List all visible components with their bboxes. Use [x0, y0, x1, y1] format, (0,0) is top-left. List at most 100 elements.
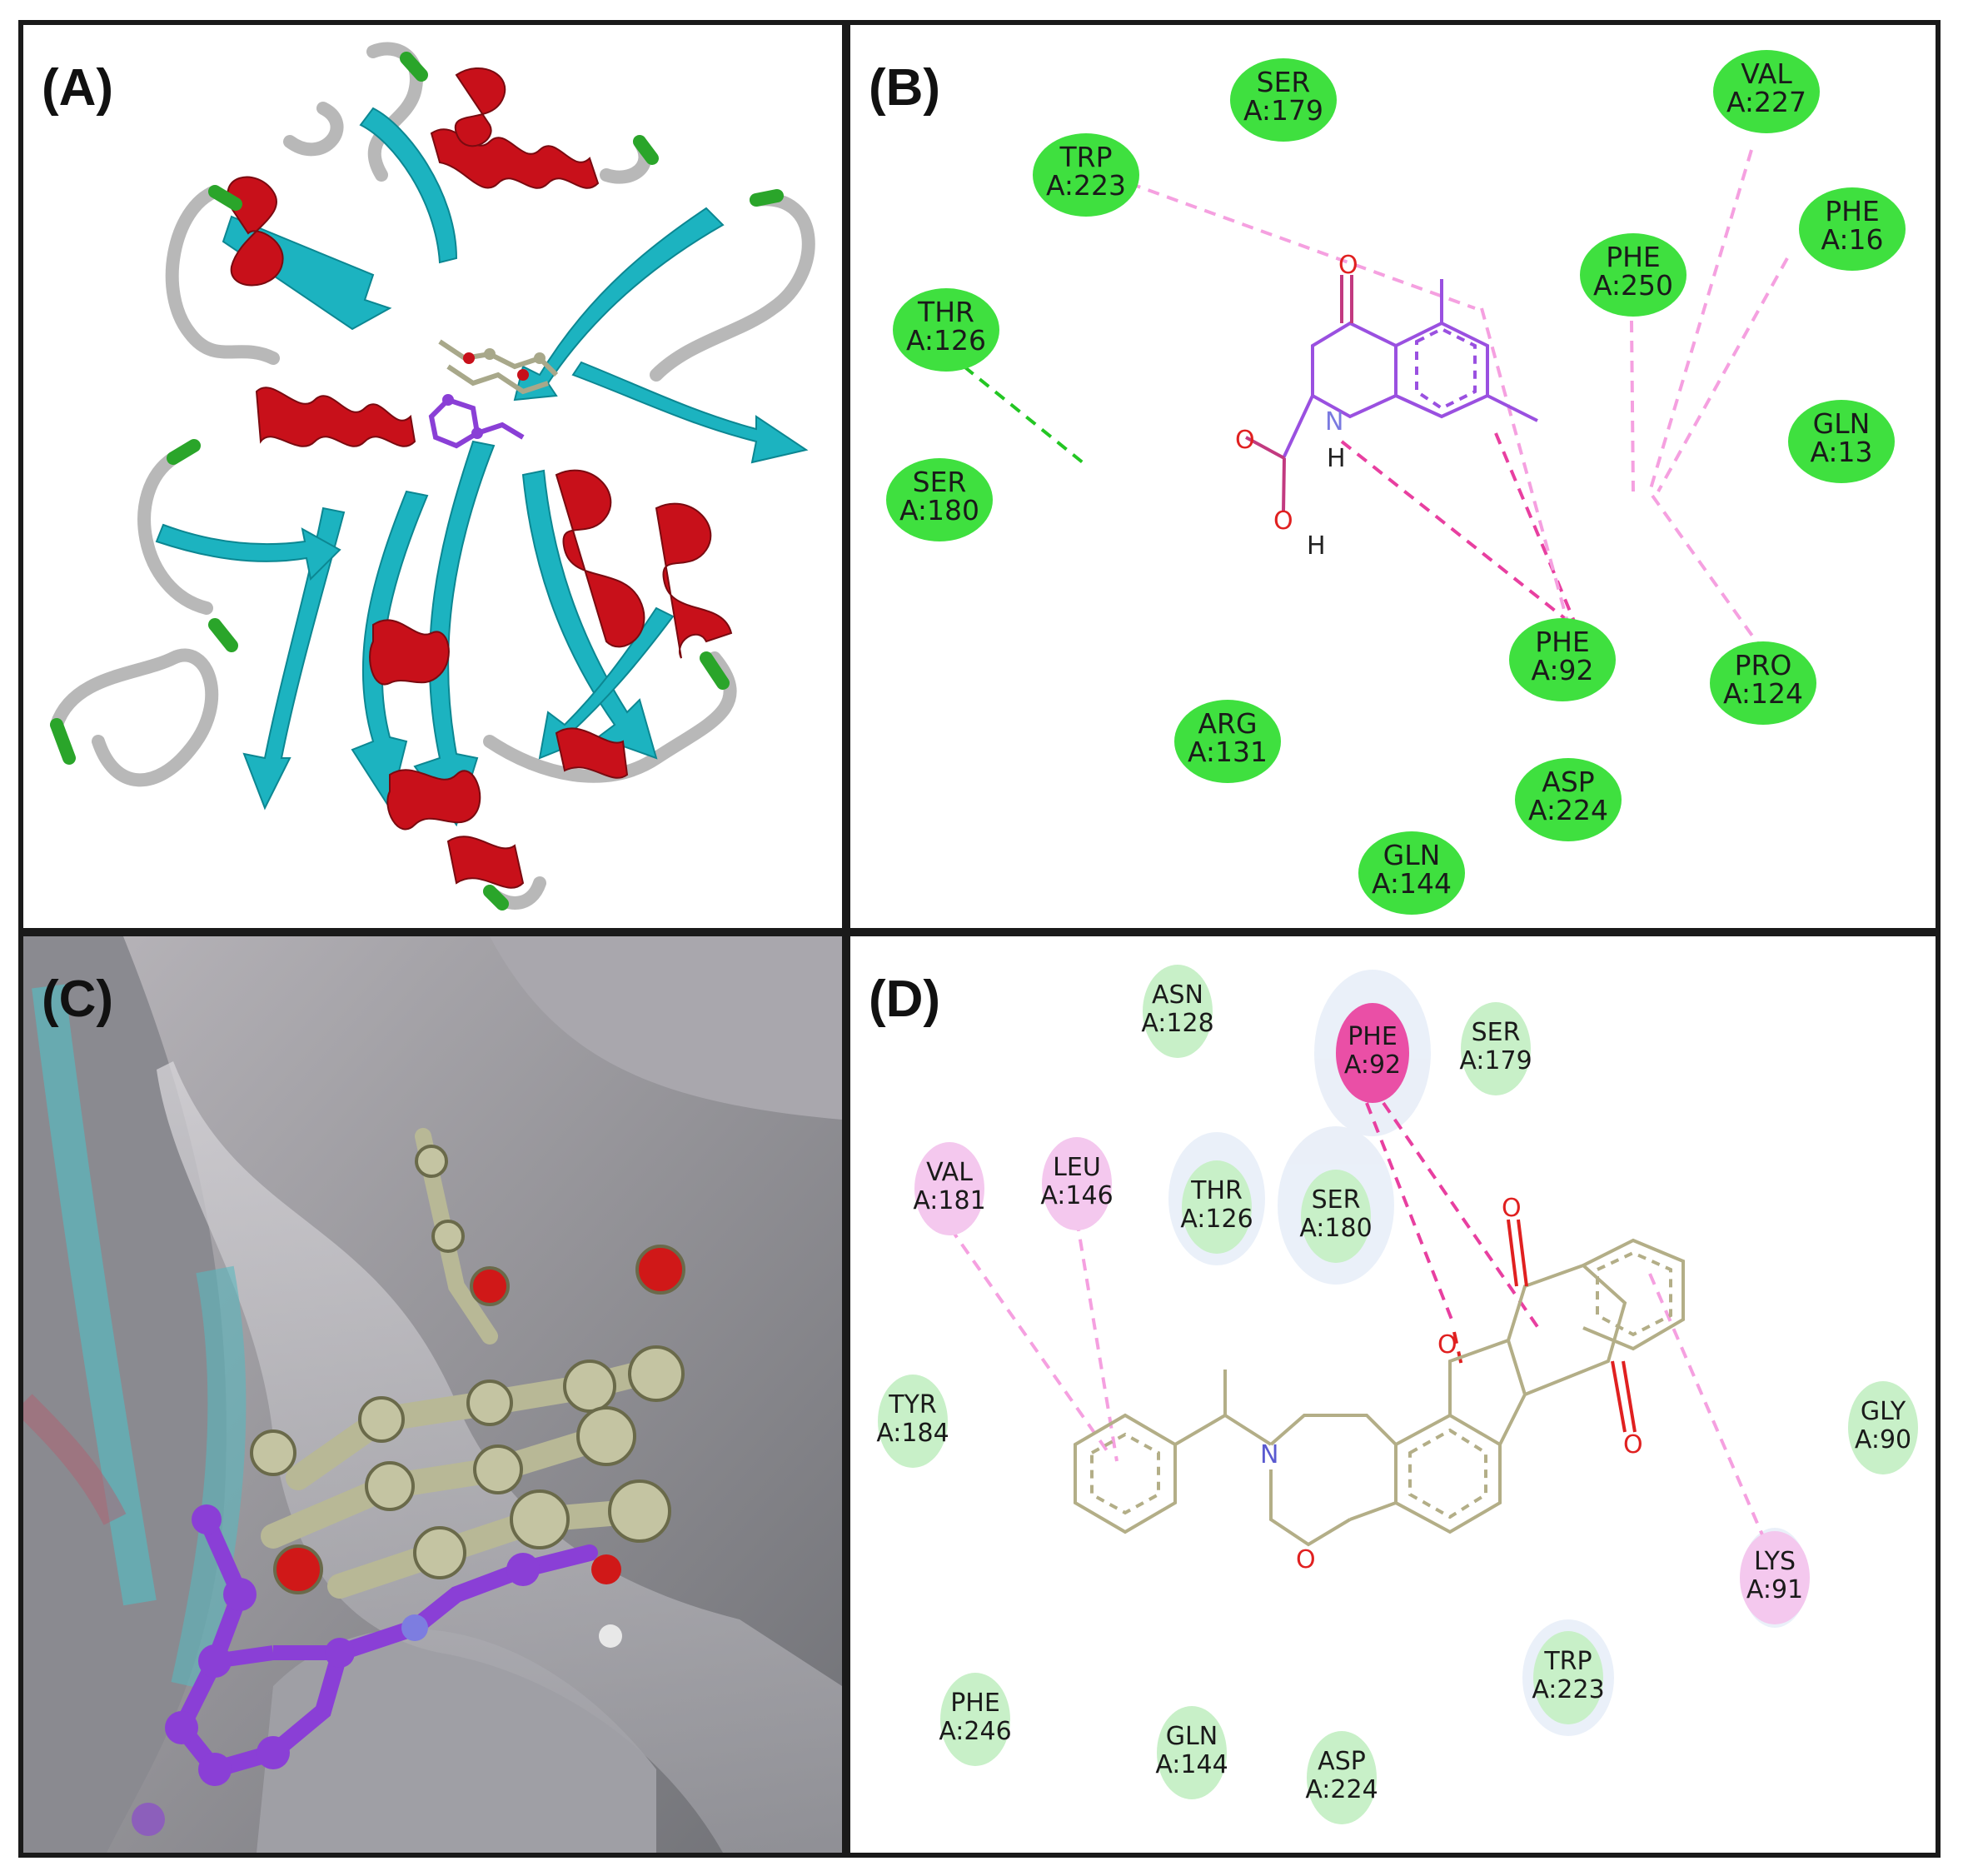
- ligand-bond: [1487, 394, 1538, 422]
- svg-text:A:91: A:91: [1746, 1575, 1803, 1604]
- ligand-bond: [1448, 1338, 1527, 1445]
- coil-segment: [283, 102, 344, 157]
- ribbon-segment: [32, 984, 157, 1606]
- ligand-tan-ball-and-stick: [250, 1128, 685, 1599]
- svg-text:A:179: A:179: [1459, 1046, 1532, 1075]
- ligand-bond: [1507, 1263, 1627, 1396]
- protein-ribbon-diagram: [50, 42, 815, 911]
- pi-interaction-line: [1630, 320, 1635, 492]
- panel-c-label: (C): [42, 970, 114, 1028]
- surface-fold: [490, 936, 842, 1120]
- turn-segment: [633, 135, 659, 165]
- coil-segment: [366, 42, 423, 182]
- beta-strand: [513, 207, 725, 402]
- turn-segment: [483, 885, 509, 911]
- ligand-aromatic-ring: [1415, 327, 1477, 411]
- svg-text:THR: THR: [1190, 1176, 1243, 1205]
- panel-b-label: (B): [869, 59, 941, 117]
- svg-text:PHE: PHE: [1535, 626, 1590, 658]
- atom-label-nitrogen: N: [1325, 407, 1343, 437]
- svg-text:A:90: A:90: [1855, 1425, 1911, 1454]
- atom-label-oxygen: O: [1235, 426, 1255, 455]
- ribbon-segment: [23, 1394, 127, 1525]
- svg-text:A:223: A:223: [1046, 169, 1126, 202]
- svg-text:A:128: A:128: [1141, 1009, 1213, 1038]
- ligand-aromatic-ring: [1408, 1428, 1487, 1519]
- alpha-helix: [555, 727, 629, 779]
- svg-text:A:246: A:246: [939, 1717, 1011, 1746]
- alpha-helix: [369, 619, 450, 686]
- panel-a: (A): [18, 20, 847, 933]
- ligand-bond: [1582, 1238, 1685, 1351]
- pi-interaction-line: [1657, 257, 1789, 492]
- svg-text:A:126: A:126: [906, 324, 986, 357]
- svg-text:A:227: A:227: [1726, 86, 1806, 118]
- hbond-line: [947, 352, 1089, 468]
- ligand-bond: [1282, 457, 1286, 513]
- pi-interaction-line: [1648, 1273, 1768, 1545]
- panel-d-label: (D): [869, 970, 941, 1028]
- svg-text:ARG: ARG: [1198, 707, 1257, 740]
- svg-text:GLY: GLY: [1861, 1397, 1906, 1426]
- pi-interaction-line: [1452, 1331, 1464, 1370]
- atom-label-oxygen: O: [1502, 1194, 1522, 1223]
- alpha-helix: [446, 836, 525, 889]
- turn-segment: [208, 185, 242, 211]
- svg-text:A:16: A:16: [1821, 223, 1883, 256]
- svg-text:TRP: TRP: [1543, 1647, 1592, 1676]
- ligand-bond: [1269, 1414, 1398, 1446]
- svg-text:A:92: A:92: [1531, 654, 1593, 686]
- ligand-bond: [1311, 321, 1398, 419]
- coil-segment: [165, 185, 280, 365]
- ligand-bond: [1269, 1469, 1352, 1547]
- ligand-bond: [1223, 1414, 1273, 1446]
- pi-pi-line: [1340, 440, 1572, 625]
- pi-interaction-line: [949, 1226, 1110, 1454]
- beta-strand: [155, 523, 341, 581]
- svg-text:SER: SER: [1257, 66, 1311, 98]
- ligand-bond: [1074, 1413, 1177, 1534]
- svg-text:A:184: A:184: [876, 1419, 949, 1448]
- ribbon-segment: [171, 1265, 247, 1690]
- svg-text:PHE: PHE: [950, 1689, 1000, 1718]
- svg-text:PHE: PHE: [1348, 1022, 1398, 1051]
- panel-d: (D): [845, 931, 1941, 1858]
- svg-text:A:124: A:124: [1723, 677, 1803, 710]
- ligand-bond: [1282, 395, 1314, 459]
- turn-segment: [167, 439, 201, 465]
- svg-text:A:181: A:181: [913, 1186, 985, 1215]
- atom-label-hydrogen: H: [1307, 531, 1326, 561]
- svg-text:SER: SER: [1472, 1018, 1521, 1047]
- beta-strand: [242, 506, 346, 811]
- svg-text:A:179: A:179: [1243, 94, 1323, 127]
- turn-segment: [50, 718, 76, 765]
- beta-strand: [571, 361, 809, 464]
- alpha-helix: [555, 469, 645, 648]
- svg-text:PRO: PRO: [1735, 649, 1792, 681]
- ligand-ball-and-stick: [428, 339, 559, 449]
- svg-text:A:146: A:146: [1040, 1181, 1113, 1210]
- svg-text:GLN: GLN: [1166, 1722, 1218, 1751]
- turn-segment: [400, 52, 428, 82]
- svg-text:SER: SER: [1312, 1185, 1361, 1215]
- turn-segment: [700, 651, 730, 690]
- svg-text:PHE: PHE: [1825, 195, 1880, 227]
- alpha-helix: [430, 128, 600, 189]
- svg-text:LEU: LEU: [1053, 1153, 1101, 1182]
- alpha-helix: [655, 502, 733, 659]
